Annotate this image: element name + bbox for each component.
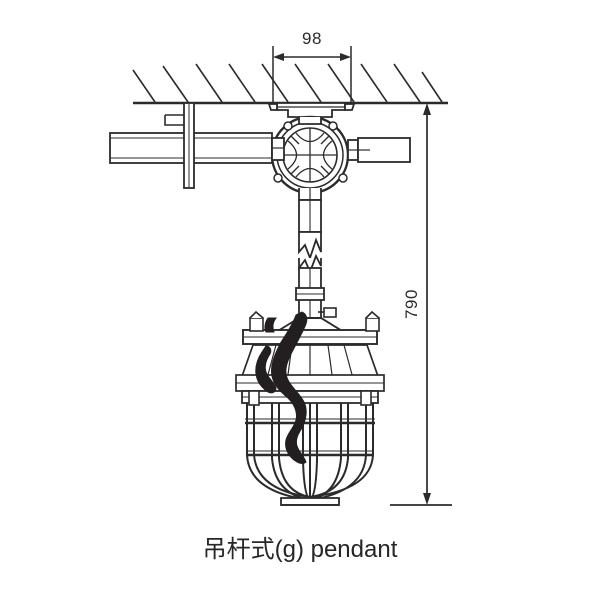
ceiling-hatching <box>132 63 443 103</box>
lamp-body <box>242 310 380 346</box>
support-bracket <box>164 102 195 189</box>
neck-side-lug <box>318 307 337 318</box>
dimension-height-label: 790 <box>402 289 421 319</box>
dimension-width-98 <box>272 46 352 103</box>
ceiling-mount-plate <box>267 102 356 118</box>
figure-caption: 吊杆式(g) pendant <box>203 536 398 563</box>
junction-box <box>270 115 350 201</box>
right-conduit-arm <box>347 137 411 163</box>
dimension-width-label: 98 <box>302 29 322 48</box>
cage-mount-feet <box>248 390 372 406</box>
pendant-stem <box>295 199 325 319</box>
left-conduit-arm <box>109 132 285 164</box>
hook-handle <box>255 311 308 464</box>
dimension-height-790 <box>390 103 452 506</box>
